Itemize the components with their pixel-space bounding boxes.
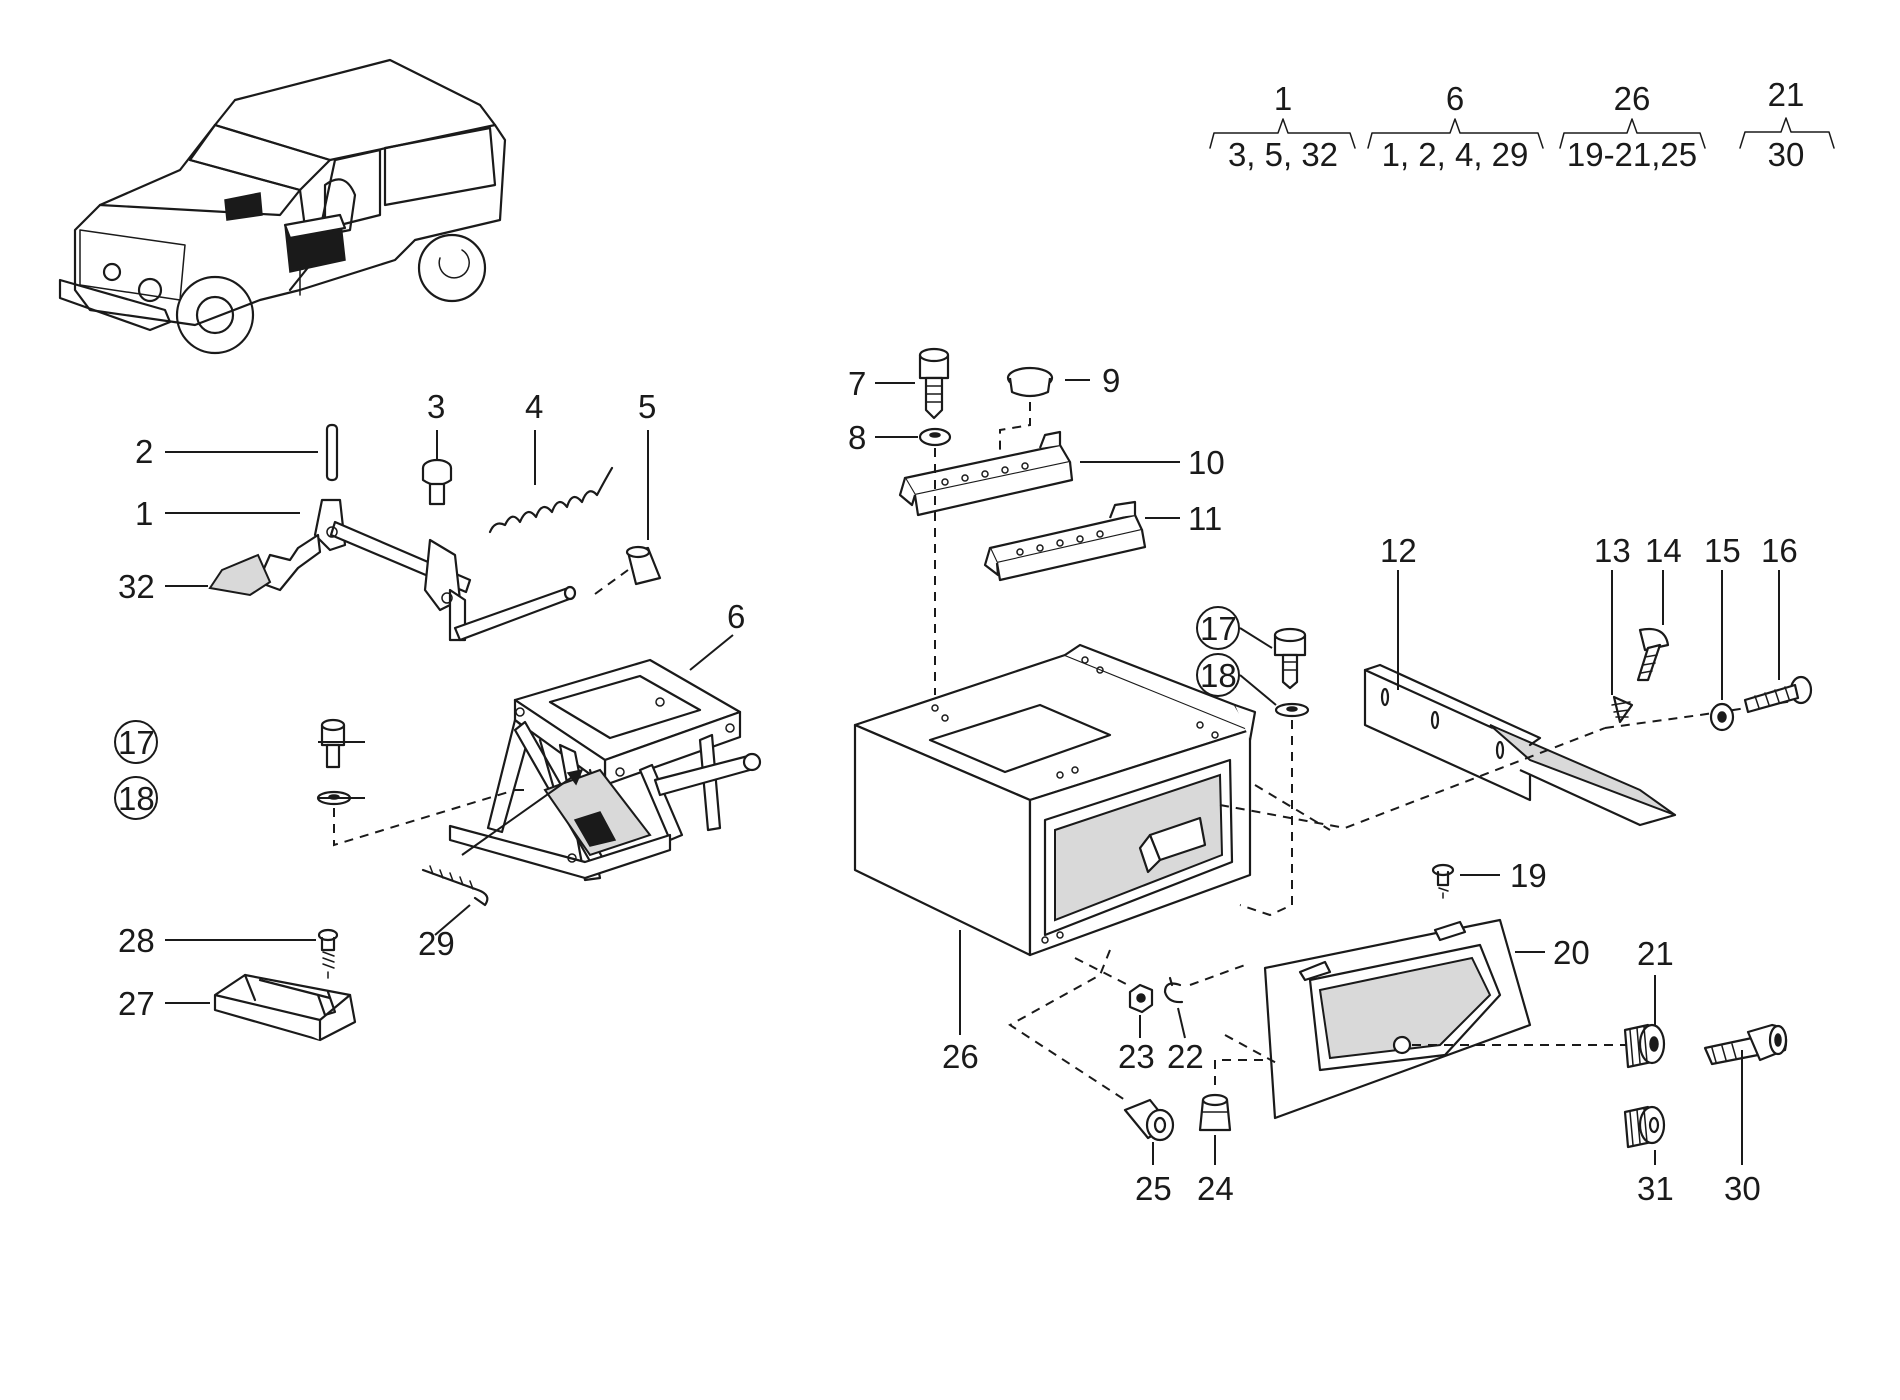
callout-3: 3: [427, 388, 445, 425]
washer-part-15: [1709, 702, 1735, 732]
assembly-group-1: 1 3, 5, 32: [1209, 80, 1356, 173]
callout-numbers: 2 1 32 3 4 5 6 17 18 29 28 27 7 8 9 10 1…: [114, 362, 1798, 1207]
bumper-part-24: [1198, 1093, 1232, 1132]
callout-17-right: 17: [1200, 610, 1237, 647]
callout-18-right: 18: [1200, 657, 1237, 694]
callout-6: 6: [727, 598, 745, 635]
tool-box-part-26: [853, 643, 1257, 957]
lock-cylinder-part-31: [1623, 1105, 1666, 1149]
callout-circle: [114, 720, 158, 764]
nut-part-23: [1128, 983, 1154, 1014]
callout-leaders: [165, 379, 1780, 1165]
callout-2: 2: [135, 433, 153, 470]
callout-11: 11: [1188, 500, 1222, 537]
screw-part-19: [1431, 863, 1455, 899]
group-parent-label: 1: [1274, 80, 1292, 117]
callout-10: 10: [1188, 444, 1225, 481]
bolt-part-17-right: [1273, 627, 1307, 690]
pin-part-2: [325, 423, 339, 482]
lid-part-20: [1263, 918, 1532, 1120]
callout-15: 15: [1704, 532, 1741, 569]
callout-23: 23: [1118, 1038, 1155, 1075]
lever-part-1: [313, 498, 577, 642]
group-parent-label: 6: [1446, 80, 1464, 117]
group-children-label: 30: [1768, 136, 1805, 173]
callout-32: 32: [118, 568, 155, 605]
callout-26: 26: [942, 1038, 979, 1075]
screw-part-14: [1636, 627, 1670, 682]
callout-19: 19: [1510, 857, 1547, 894]
group-parent-label: 26: [1614, 80, 1651, 117]
cable-part-29: [421, 768, 584, 907]
callout-9: 9: [1102, 362, 1120, 399]
group-children-label: 19-21,25: [1567, 136, 1697, 173]
assembly-group-26: 26 19-21,25: [1559, 80, 1706, 173]
callout-20: 20: [1553, 934, 1590, 971]
callout-22: 22: [1167, 1038, 1204, 1075]
callout-31: 31: [1637, 1170, 1674, 1207]
clip-part-22: [1163, 976, 1184, 1004]
callout-16: 16: [1761, 532, 1798, 569]
seat-frame-part-6: [448, 658, 762, 882]
callout-13: 13: [1594, 532, 1631, 569]
bolt-part-17-left: [320, 718, 346, 769]
callout-circle: [114, 776, 158, 820]
spring-part-4: [488, 466, 614, 534]
callout-28: 28: [118, 922, 155, 959]
callout-25: 25: [1135, 1170, 1172, 1207]
assembly-group-21: 21 30: [1739, 76, 1835, 173]
pedal-part-32: [208, 533, 322, 597]
lock-cylinder-part-21: [1623, 1023, 1666, 1069]
screw-part-3: [421, 458, 453, 506]
washer-part-18-right: [1274, 702, 1310, 718]
bolt-part-16: [1743, 675, 1813, 714]
cap-part-5: [625, 545, 662, 586]
rail-part-11: [983, 500, 1147, 582]
callout-circle: [1196, 606, 1240, 650]
callout-29: 29: [418, 925, 455, 962]
callout-27: 27: [118, 985, 155, 1022]
callout-5: 5: [638, 388, 656, 425]
callout-21: 21: [1637, 935, 1674, 972]
callout-7: 7: [848, 365, 866, 402]
group-children-label: 3, 5, 32: [1228, 136, 1338, 173]
lever-assembly: [208, 423, 662, 642]
callout-4: 4: [525, 388, 543, 425]
callout-18-left: 18: [118, 780, 155, 817]
cap-part-9: [1006, 366, 1054, 398]
washer-part-13: [1611, 695, 1634, 724]
assembly-group-6: 6 1, 2, 4, 29: [1367, 80, 1544, 173]
bushing-part-25: [1123, 1098, 1175, 1142]
callout-14: 14: [1645, 532, 1682, 569]
callout-8: 8: [848, 419, 866, 456]
callout-1: 1: [135, 495, 153, 532]
key-part-30: [1703, 1023, 1788, 1066]
group-children-label: 1, 2, 4, 29: [1382, 136, 1529, 173]
callout-30: 30: [1724, 1170, 1761, 1207]
callout-12: 12: [1380, 532, 1417, 569]
holder-part-27: [213, 973, 357, 1042]
assembly-group-legend: 1 3, 5, 32 6 1, 2, 4, 29 26 19-21,25 21 …: [1209, 76, 1835, 173]
callout-17-left: 17: [118, 724, 155, 761]
vehicle-locator-illustration: [58, 58, 507, 355]
rail-part-10: [898, 430, 1074, 517]
callout-circle: [1196, 653, 1240, 697]
clip-part-8: [918, 427, 952, 447]
bolt-part-7: [918, 347, 950, 420]
callout-24: 24: [1197, 1170, 1234, 1207]
mounting-bracket-part-12: [1363, 663, 1677, 827]
group-parent-label: 21: [1768, 76, 1805, 113]
screw-part-28: [317, 928, 339, 979]
